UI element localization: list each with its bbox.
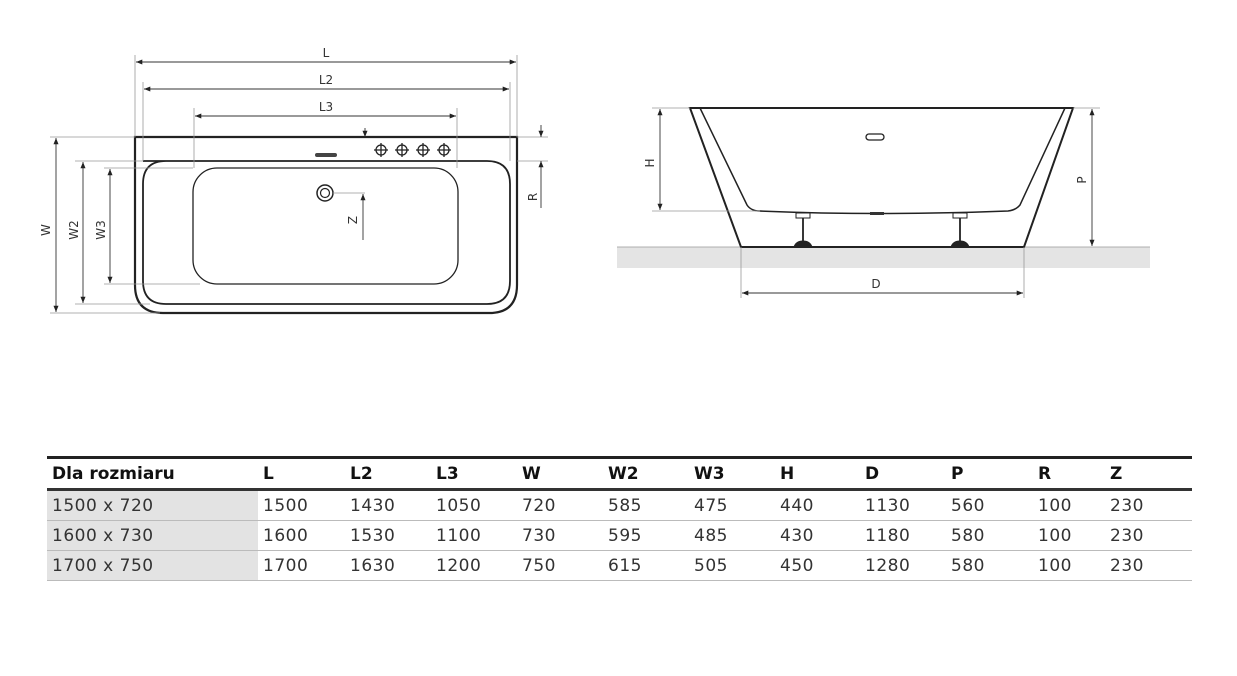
cell: 730 xyxy=(517,520,603,551)
cell: 450 xyxy=(775,550,860,581)
header-L3: L3 xyxy=(431,456,517,491)
cell: 230 xyxy=(1105,550,1192,581)
header-R: R xyxy=(1033,456,1105,491)
cell: 1130 xyxy=(860,489,946,521)
cell: 560 xyxy=(946,489,1033,521)
header-W3: W3 xyxy=(689,456,775,491)
cell: 230 xyxy=(1105,520,1192,551)
table-header-row: Dla rozmiaru L L2 L3 W W2 W3 H D P R Z xyxy=(47,456,1192,491)
cell: 475 xyxy=(689,489,775,521)
cell-size: 1700 x 750 xyxy=(47,550,258,581)
label-P: P xyxy=(1075,176,1089,183)
cell: 1100 xyxy=(431,520,517,551)
cell: 505 xyxy=(689,550,775,581)
cell: 580 xyxy=(946,550,1033,581)
cell: 585 xyxy=(603,489,689,521)
cell: 1280 xyxy=(860,550,946,581)
side-view: H P D xyxy=(617,107,1150,298)
cell: 1700 xyxy=(258,550,345,581)
floor xyxy=(617,247,1150,268)
cell-size: 1500 x 720 xyxy=(47,489,258,521)
leg-icon xyxy=(950,212,970,248)
header-Z: Z xyxy=(1105,456,1192,491)
cell: 1180 xyxy=(860,520,946,551)
header-L: L xyxy=(258,456,345,491)
cell: 1530 xyxy=(345,520,431,551)
header-P: P xyxy=(946,456,1033,491)
cell: 430 xyxy=(775,520,860,551)
cell: 1500 xyxy=(258,489,345,521)
cell: 1200 xyxy=(431,550,517,581)
cell-size: 1600 x 730 xyxy=(47,520,258,551)
cell: 615 xyxy=(603,550,689,581)
table-row: 1500 x 720 1500 1430 1050 720 585 475 44… xyxy=(47,489,1192,521)
label-R: R xyxy=(526,193,540,201)
cell: 485 xyxy=(689,520,775,551)
tap-holes-icon xyxy=(374,143,451,157)
cell: 440 xyxy=(775,489,860,521)
cell: 720 xyxy=(517,489,603,521)
label-Z: Z xyxy=(346,216,360,224)
cell: 580 xyxy=(946,520,1033,551)
label-W2: W2 xyxy=(67,220,81,240)
header-D: D xyxy=(860,456,946,491)
header-L2: L2 xyxy=(345,456,431,491)
cell: 1630 xyxy=(345,550,431,581)
cell: 595 xyxy=(603,520,689,551)
cell: 100 xyxy=(1033,520,1105,551)
label-L2: L2 xyxy=(319,73,333,87)
leg-icon xyxy=(793,212,813,248)
header-H: H xyxy=(775,456,860,491)
table-row: 1600 x 730 1600 1530 1100 730 595 485 43… xyxy=(47,520,1192,551)
dimensions-table: Dla rozmiaru L L2 L3 W W2 W3 H D P R Z 1… xyxy=(47,456,1192,581)
cell: 1050 xyxy=(431,489,517,521)
header-W2: W2 xyxy=(603,456,689,491)
drain-icon xyxy=(316,184,334,202)
label-W: W xyxy=(39,224,53,236)
label-L3: L3 xyxy=(319,100,333,114)
cell: 750 xyxy=(517,550,603,581)
label-L: L xyxy=(323,46,330,60)
cell: 230 xyxy=(1105,489,1192,521)
cell: 1430 xyxy=(345,489,431,521)
label-H: H xyxy=(643,158,657,167)
header-W: W xyxy=(517,456,603,491)
overflow-icon xyxy=(315,153,337,157)
cell: 1600 xyxy=(258,520,345,551)
plan-dimension-labels: L L2 L3 W W2 W3 R Z xyxy=(39,46,540,240)
label-D: D xyxy=(871,277,880,291)
header-size: Dla rozmiaru xyxy=(47,456,258,491)
overflow-icon xyxy=(865,133,885,141)
cell: 100 xyxy=(1033,489,1105,521)
cell: 100 xyxy=(1033,550,1105,581)
table-row: 1700 x 750 1700 1630 1200 750 615 505 45… xyxy=(47,550,1192,581)
label-W3: W3 xyxy=(94,220,108,240)
plan-view xyxy=(50,55,548,315)
